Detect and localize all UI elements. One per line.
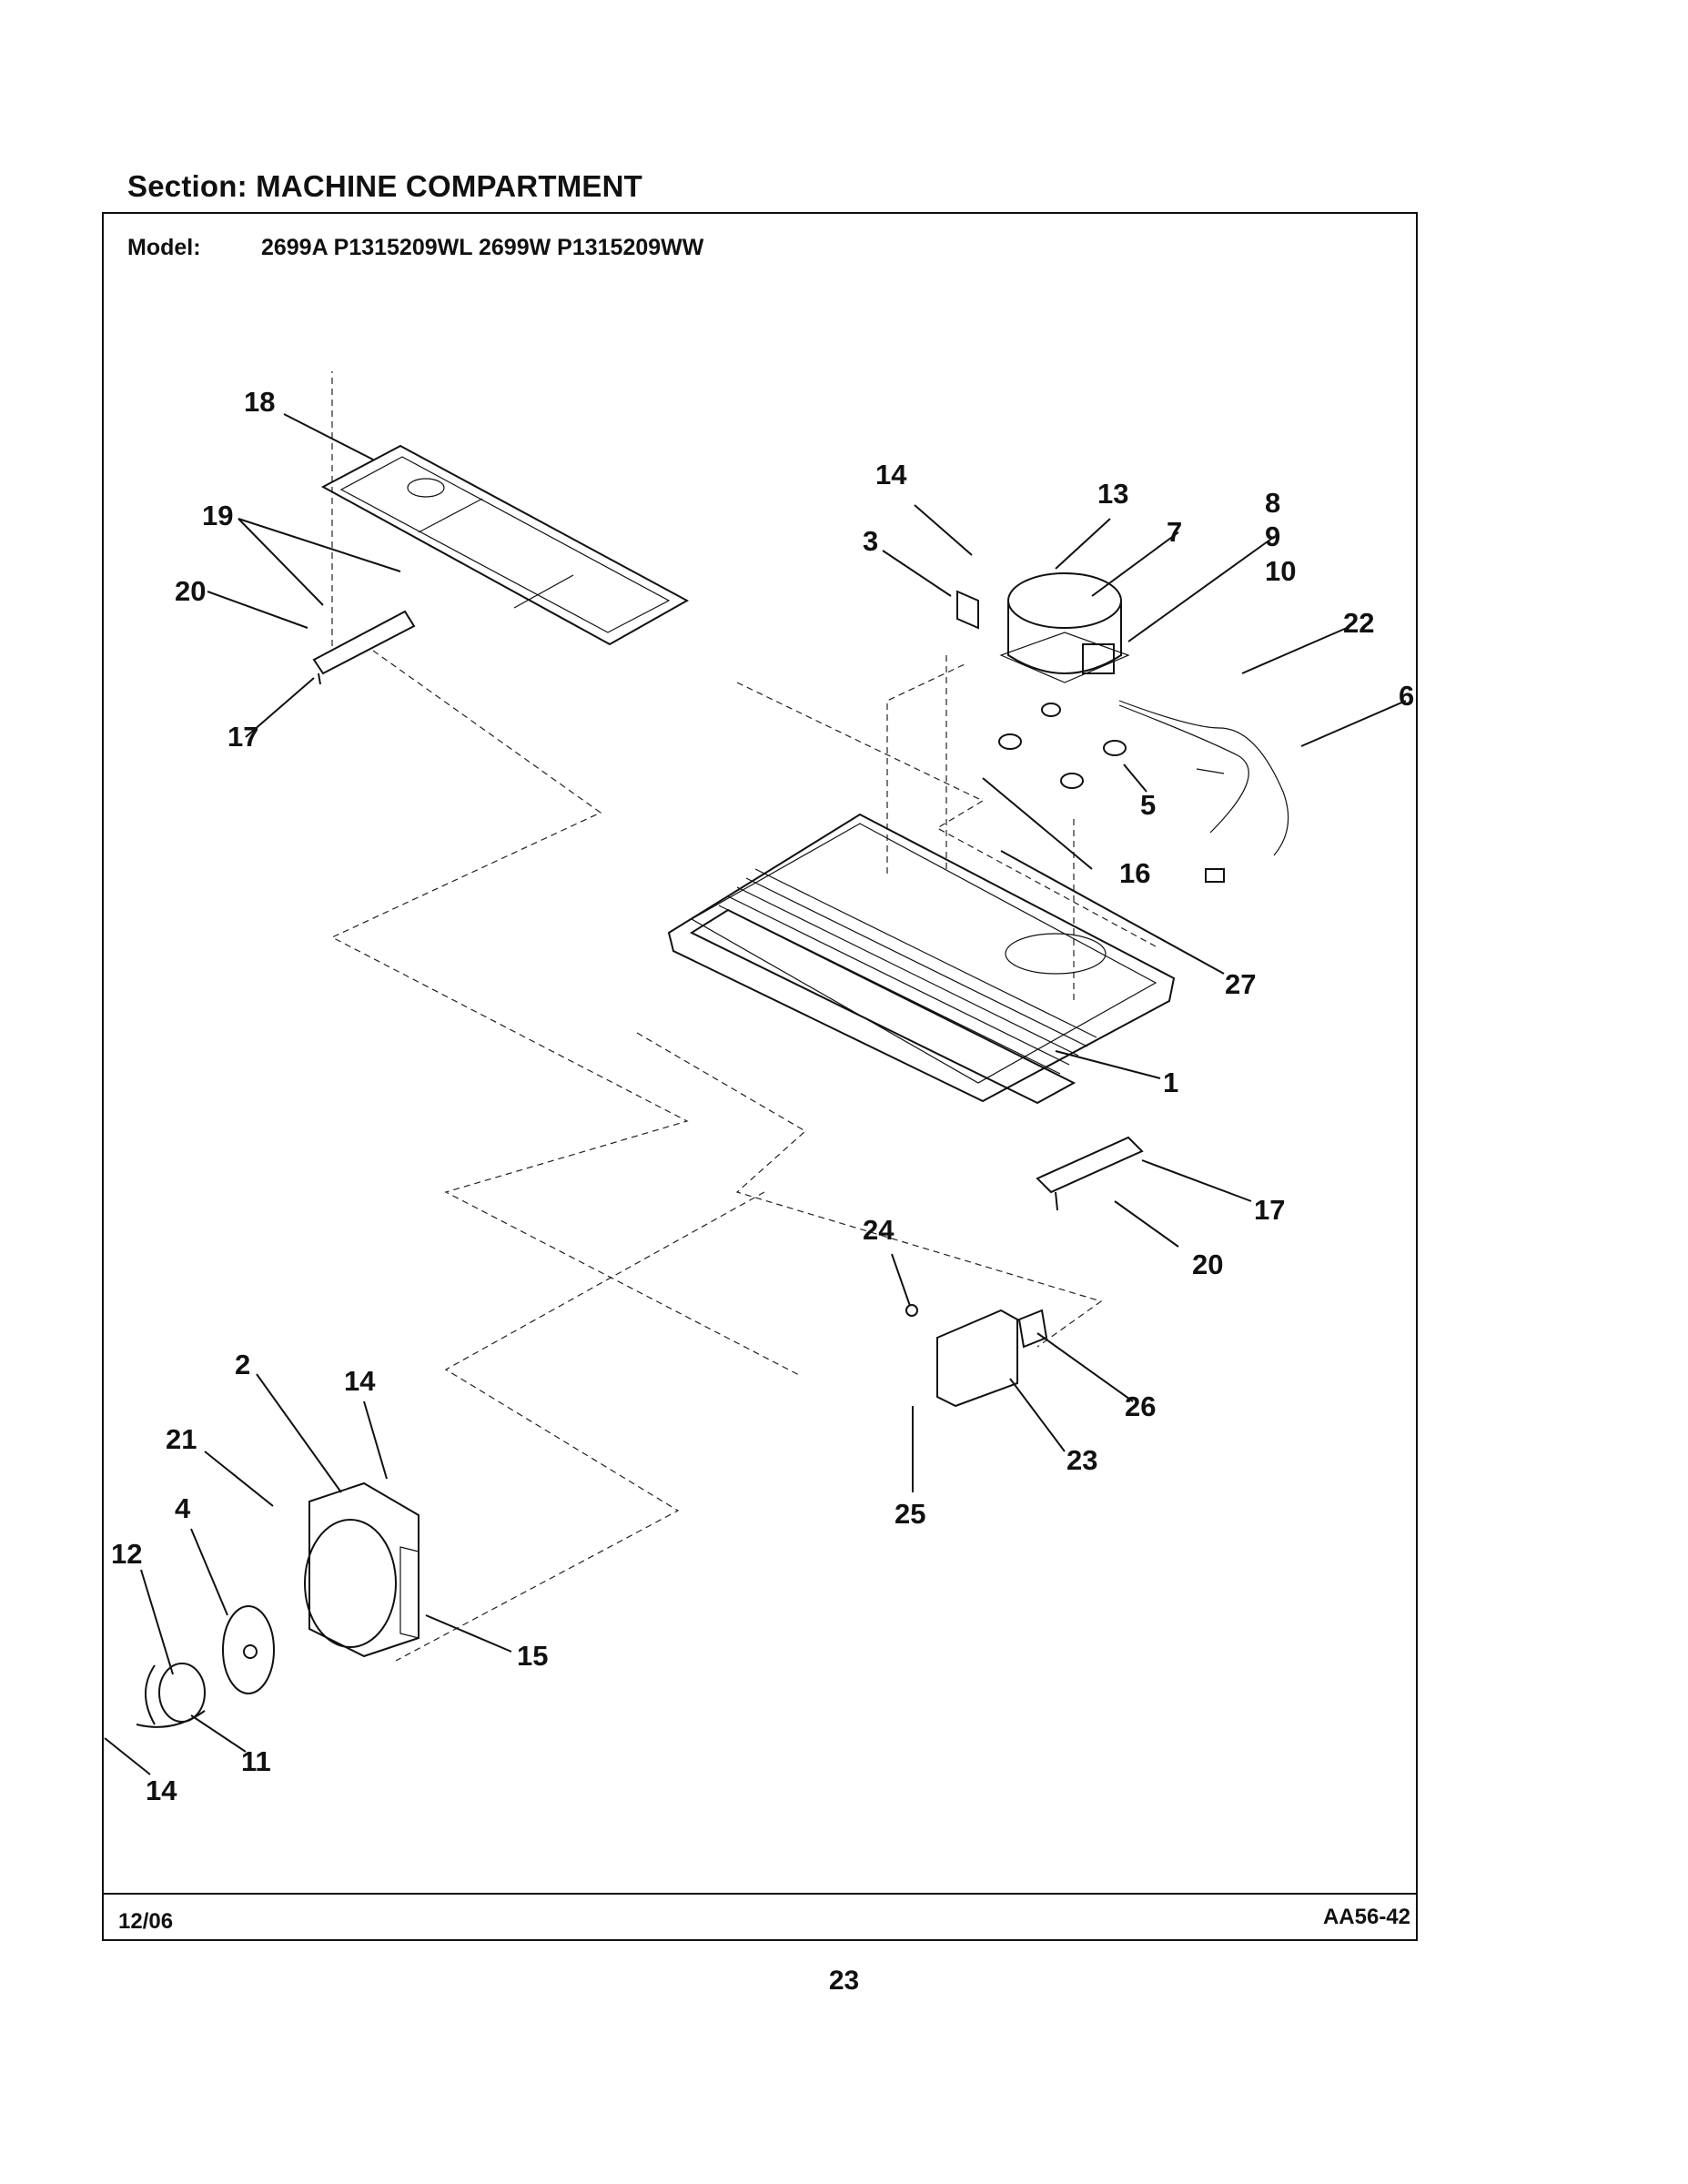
callout-20-upper: 20 bbox=[175, 575, 206, 607]
callout-17-lower: 17 bbox=[1254, 1194, 1285, 1226]
callout-14-lower: 14 bbox=[146, 1774, 177, 1806]
callout-10: 10 bbox=[1265, 555, 1296, 587]
model-line: Model: 2699A P1315209WL 2699W P1315209WW bbox=[127, 235, 703, 261]
callout-11: 11 bbox=[241, 1745, 271, 1777]
section-name: MACHINE COMPARTMENT bbox=[256, 169, 642, 203]
callout-13: 13 bbox=[1097, 478, 1128, 510]
callout-9: 9 bbox=[1265, 521, 1280, 552]
callout-26: 26 bbox=[1125, 1390, 1156, 1422]
part-13-compressor bbox=[999, 572, 1130, 683]
callout-7: 7 bbox=[1167, 516, 1182, 548]
part-18-cover-panel bbox=[320, 444, 690, 646]
leader-lines bbox=[104, 413, 1407, 1775]
callout-5: 5 bbox=[1140, 789, 1156, 821]
part-5-grommets bbox=[998, 703, 1127, 789]
callout-3: 3 bbox=[863, 525, 878, 557]
model-numbers: 2699A P1315209WL 2699W P1315209WW bbox=[260, 235, 704, 260]
callout-16: 16 bbox=[1119, 857, 1150, 889]
callout-15: 15 bbox=[517, 1640, 548, 1672]
part-6-wire-harness bbox=[1118, 700, 1289, 883]
callout-19: 19 bbox=[202, 500, 233, 531]
callout-17-upper: 17 bbox=[227, 721, 258, 753]
part-17-right-bracket bbox=[1036, 1136, 1144, 1211]
callout-21: 21 bbox=[166, 1423, 197, 1455]
part-1-base-pan bbox=[667, 813, 1176, 1105]
callout-18: 18 bbox=[244, 386, 275, 418]
callout-1: 1 bbox=[1163, 1067, 1178, 1098]
callout-22: 22 bbox=[1343, 607, 1374, 639]
section-label: Section: bbox=[127, 169, 248, 203]
footer-divider bbox=[102, 1893, 1418, 1895]
part-17-left-bracket bbox=[312, 610, 416, 685]
callout-4: 4 bbox=[175, 1492, 191, 1524]
callout-8: 8 bbox=[1265, 487, 1280, 519]
callout-numbers: 18 19 20 17 14 3 13 7 8 9 10 22 6 5 16 2… bbox=[111, 386, 1414, 1806]
condenser-fins bbox=[718, 868, 1097, 1075]
callout-12: 12 bbox=[111, 1538, 142, 1570]
part-24-screw bbox=[905, 1304, 918, 1317]
callout-14-upper: 14 bbox=[875, 459, 907, 490]
callout-20-lower: 20 bbox=[1192, 1249, 1223, 1280]
callout-24: 24 bbox=[863, 1214, 895, 1246]
part-23-bracket bbox=[936, 1309, 1018, 1408]
part-4-fan-blade bbox=[222, 1605, 275, 1694]
callout-2: 2 bbox=[235, 1349, 250, 1380]
callout-6: 6 bbox=[1399, 680, 1414, 712]
callout-27: 27 bbox=[1225, 968, 1256, 1000]
revision-date: 12/06 bbox=[118, 1909, 174, 1934]
part-2-fan-shroud bbox=[304, 1481, 419, 1658]
model-label: Model: bbox=[127, 235, 201, 260]
diagram-frame bbox=[102, 212, 1418, 1941]
part-3-clip bbox=[956, 590, 979, 630]
part-12-fan-motor bbox=[136, 1663, 206, 1728]
callout-25: 25 bbox=[895, 1498, 925, 1530]
part-26-bracket bbox=[1017, 1309, 1048, 1349]
diagram-code: AA56-42 bbox=[1322, 1905, 1410, 1929]
assembly-guide-lines bbox=[330, 371, 1157, 1662]
callout-23: 23 bbox=[1066, 1444, 1097, 1476]
page-number: 23 bbox=[828, 1966, 860, 1996]
callout-14-middle: 14 bbox=[344, 1365, 376, 1397]
section-title: Section: MACHINE COMPARTMENT bbox=[127, 169, 642, 204]
